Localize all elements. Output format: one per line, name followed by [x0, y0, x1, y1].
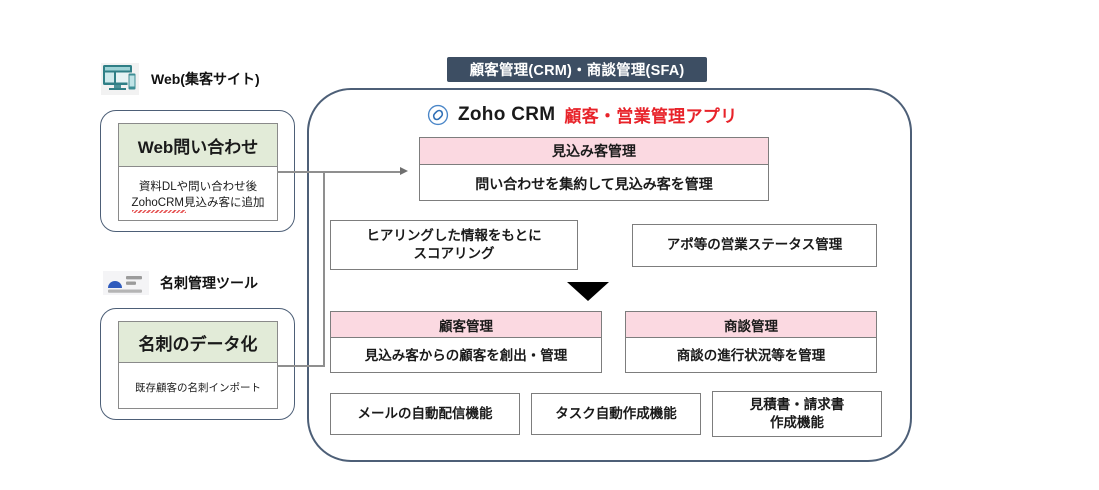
source-web-label-row: Web(集客サイト)	[100, 62, 260, 96]
feature-bottom-box-2: タスク自動作成機能	[531, 393, 701, 435]
feature-customer-title: 顧客管理	[331, 312, 601, 338]
source-web-card-body: 資料DLや問い合わせ後 ZohoCRM見込み客に追加	[119, 167, 277, 225]
feature-customer-box: 顧客管理 見込み客からの顧客を創出・管理	[330, 311, 602, 373]
connector-namecard-horizontal	[277, 365, 324, 367]
feature-customer-body: 見込み客からの顧客を創出・管理	[364, 348, 568, 364]
feature-scoring-box: ヒアリングした情報をもとに スコアリング	[330, 220, 578, 270]
source-card-label: 名刺管理ツール	[160, 275, 258, 291]
spellcheck-underline	[131, 209, 186, 213]
feature-bottom-3-line1: 見積書・請求書	[749, 396, 845, 412]
app-tagline: 顧客・営業管理アプリ	[564, 107, 738, 126]
feature-bottom-3-line2: 作成機能	[770, 415, 824, 430]
feature-lead-box: 見込み客管理 問い合わせを集約して見込み客を管理	[419, 137, 769, 201]
feature-status-box: アポ等の営業ステータス管理	[632, 224, 877, 267]
connector-vertical-join	[323, 171, 325, 367]
feature-bottom-box-1: メールの自動配信機能	[330, 393, 520, 435]
feature-scoring-line2: スコアリング	[413, 246, 495, 261]
source-web-card-title: Web問い合わせ	[119, 124, 277, 167]
source-web-card-body-line1: 資料DLや問い合わせ後	[138, 181, 258, 194]
source-namecard-card-title: 名刺のデータ化	[119, 322, 277, 363]
desktop-monitor-icon	[100, 62, 142, 96]
feature-deal-title: 商談管理	[626, 312, 876, 338]
arrow-right-icon	[400, 167, 408, 175]
feature-status-line1: アポ等の営業ステータス管理	[666, 237, 843, 253]
app-title-row: Zoho CRM 顧客・営業管理アプリ	[427, 102, 737, 127]
connector-web-horizontal	[277, 171, 324, 173]
source-namecard-card: 名刺のデータ化 既存顧客の名刺インポート	[100, 308, 295, 420]
feature-lead-body: 問い合わせを集約して見込み客を管理	[475, 175, 713, 192]
crm-container	[307, 88, 912, 462]
feature-scoring-line1: ヒアリングした情報をもとに	[366, 227, 542, 243]
connector-flow-horizontal	[323, 171, 403, 173]
contact-card-icon	[103, 271, 149, 295]
feature-lead-title: 見込み客管理	[420, 138, 768, 165]
feature-bottom-1-line1: メールの自動配信機能	[357, 405, 493, 421]
source-namecard-card-body: 既存顧客の名刺インポート	[135, 381, 261, 394]
source-web-card: Web問い合わせ 資料DLや問い合わせ後 ZohoCRM見込み客に追加	[100, 110, 295, 232]
feature-deal-box: 商談管理 商談の進行状況等を管理	[625, 311, 877, 373]
source-card-label-row: 名刺管理ツール	[103, 271, 258, 295]
zoho-loops-icon	[427, 104, 449, 126]
source-web-card-inner: Web問い合わせ 資料DLや問い合わせ後 ZohoCRM見込み客に追加	[118, 123, 278, 221]
triangle-down-icon	[567, 282, 609, 301]
feature-bottom-box-3: 見積書・請求書 作成機能	[712, 391, 882, 437]
feature-bottom-2-line1: タスク自動作成機能	[555, 405, 677, 421]
source-web-label: Web(集客サイト)	[151, 71, 260, 87]
feature-deal-body: 商談の進行状況等を管理	[676, 348, 826, 364]
app-name: Zoho CRM	[458, 103, 556, 125]
section-banner: 顧客管理(CRM)・商談管理(SFA)	[447, 57, 707, 82]
source-web-card-body-line2: ZohoCRM見込み客に追加	[131, 197, 265, 209]
source-namecard-card-inner: 名刺のデータ化 既存顧客の名刺インポート	[118, 321, 278, 409]
